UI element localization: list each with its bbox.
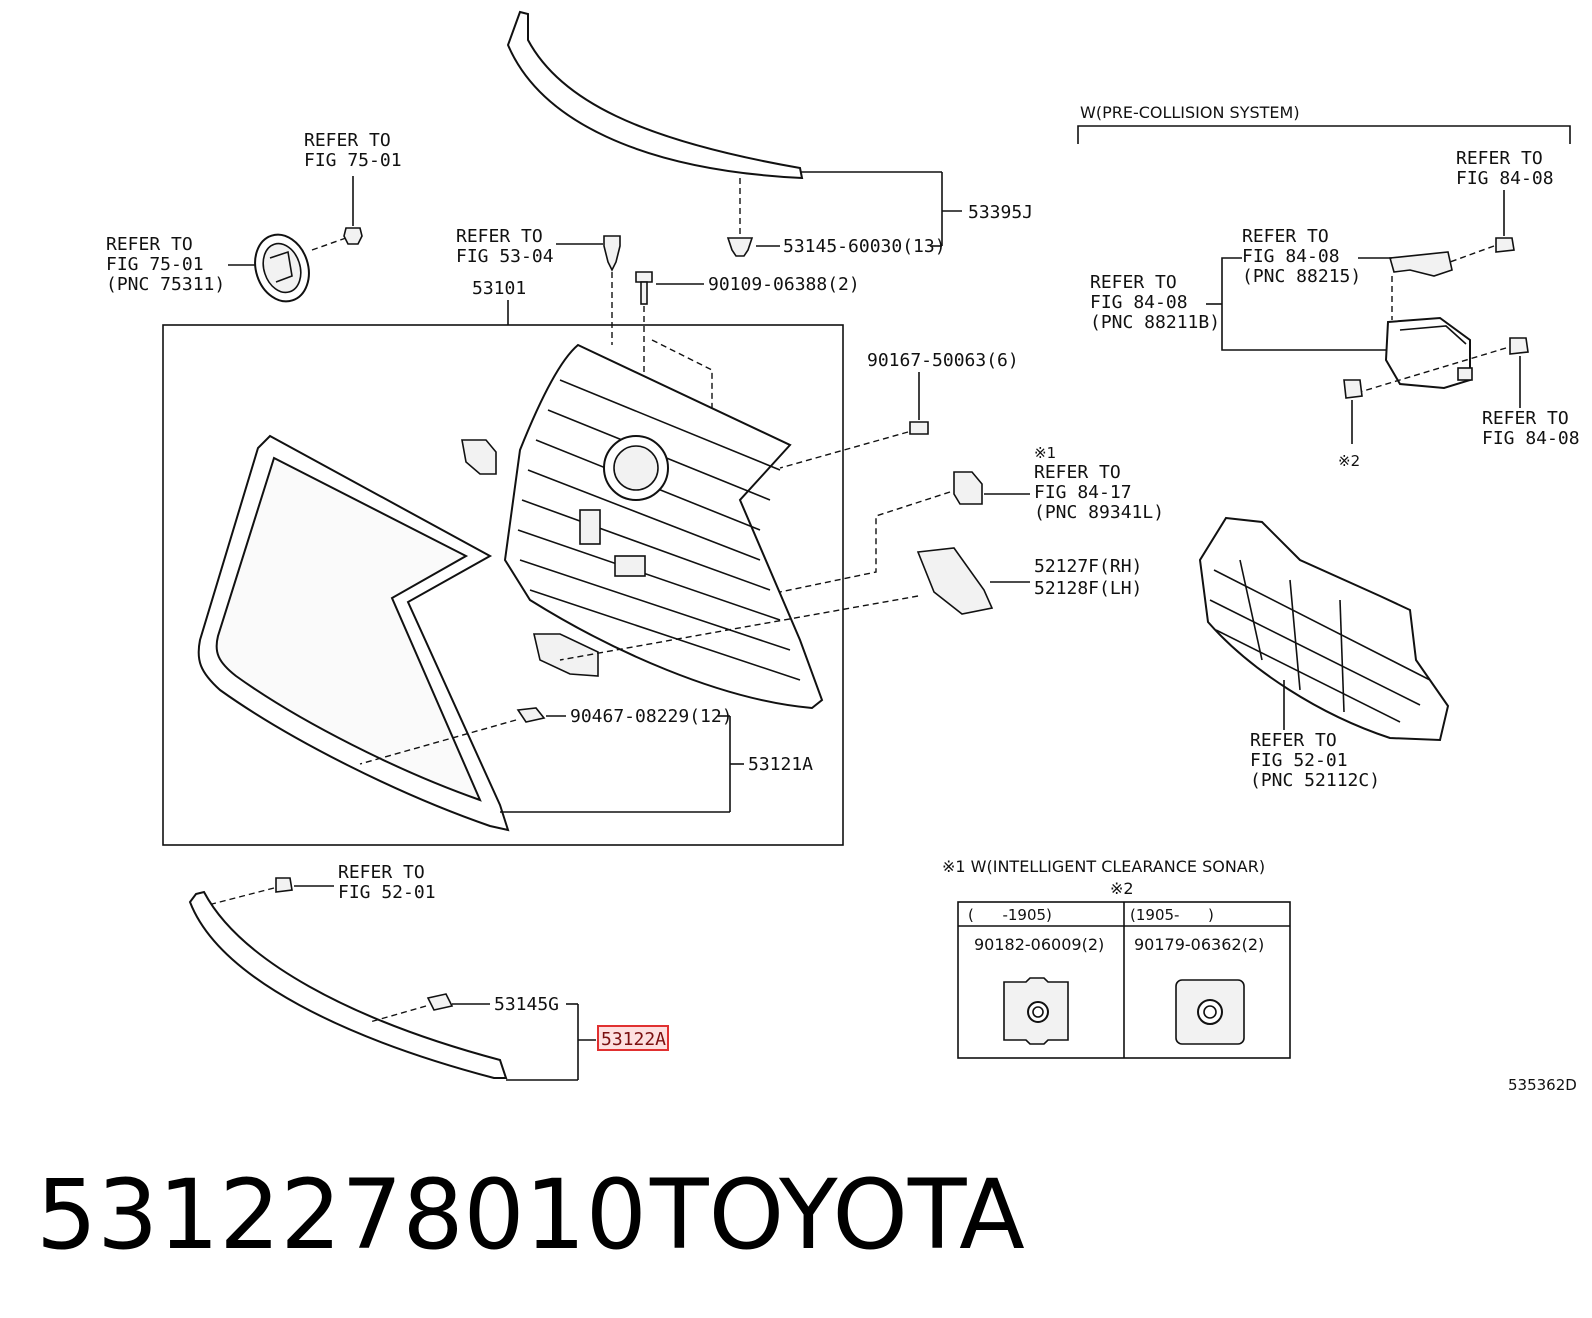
label-53145G: 53145G <box>494 994 559 1015</box>
bracket-52127F <box>559 547 1030 661</box>
label-90109-06388: 90109-06388(2) <box>708 274 860 295</box>
clip-53145G <box>369 993 596 1081</box>
figure-code: 535362D <box>1508 1076 1577 1094</box>
svg-text:FIG 52-01: FIG 52-01 <box>338 882 436 903</box>
svg-text:(PNC 88211B): (PNC 88211B) <box>1090 312 1220 333</box>
legend-title: ※1 W(INTELLIGENT CLEARANCE SONAR) <box>942 857 1265 876</box>
svg-text:REFER TO: REFER TO <box>338 862 425 883</box>
svg-text:REFER TO: REFER TO <box>1034 462 1121 483</box>
svg-text:REFER TO: REFER TO <box>1250 730 1337 751</box>
lower-grille <box>1198 516 1450 742</box>
legend-col1-head: ( -1905) <box>968 906 1052 924</box>
svg-text:REFER TO: REFER TO <box>456 226 543 247</box>
svg-text:FIG 52-01: FIG 52-01 <box>1250 750 1348 771</box>
callout-refer-84-08-left: REFER TO FIG 84-08 (PNC 88211B) <box>1090 272 1220 333</box>
svg-text:REFER TO: REFER TO <box>106 234 193 255</box>
callout-refer-52-01-grille: REFER TO FIG 52-01 (PNC 52112C) <box>1250 730 1380 791</box>
label-53395J: 53395J <box>968 202 1033 223</box>
nut-90179-icon <box>1175 979 1245 1045</box>
label-90167-50063: 90167-50063(6) <box>867 350 1019 371</box>
sonar-sensor <box>779 471 1030 593</box>
callout-refer-84-08-bot: REFER TO FIG 84-08 <box>1482 408 1580 449</box>
svg-text:(PNC 52112C): (PNC 52112C) <box>1250 770 1380 791</box>
callout-refer-53-04: REFER TO FIG 53-04 <box>456 226 554 267</box>
svg-text:REFER TO: REFER TO <box>1482 408 1569 429</box>
svg-text:FIG 84-08: FIG 84-08 <box>1482 428 1580 449</box>
svg-text:REFER TO: REFER TO <box>304 130 391 151</box>
callout-refer-75-01-b: REFER TO FIG 75-01 (PNC 75311) <box>106 234 225 295</box>
legend-col2-part: 90179-06362(2) <box>1134 935 1264 954</box>
label-note2: ※2 <box>1338 452 1360 470</box>
label-53145-60030: 53145-60030(13) <box>783 236 946 257</box>
svg-text:FIG 84-08: FIG 84-08 <box>1090 292 1188 313</box>
bracket-clip-lower <box>532 633 599 677</box>
svg-text:(PNC 75311): (PNC 75311) <box>106 274 225 295</box>
label-52128F: 52128F(LH) <box>1034 578 1142 599</box>
radar-sensor <box>1384 316 1473 390</box>
svg-text:(PNC 89341L): (PNC 89341L) <box>1034 502 1164 523</box>
callout-refer-75-01-a: REFER TO FIG 75-01 <box>304 130 402 171</box>
callout-refer-84-08-mid: REFER TO FIG 84-08 (PNC 88215) <box>1242 226 1361 287</box>
bolt-lower-right <box>1359 337 1529 408</box>
clip-53145-60030 <box>726 178 780 257</box>
screw-90109 <box>635 271 713 420</box>
legend-subtitle: ※2 <box>1110 879 1134 898</box>
bracket-clip-upper <box>461 439 497 475</box>
assembly-box <box>162 324 844 846</box>
label-52127F: 52127F(RH) <box>1034 556 1142 577</box>
pre-collision-bracket <box>1077 125 1571 144</box>
nut-90182-icon <box>1003 977 1069 1045</box>
radar-bracket <box>1358 251 1453 320</box>
callout-refer-84-17: ※1 REFER TO FIG 84-17 (PNC 89341L) <box>1034 444 1164 523</box>
brand-title: TOYOTA <box>649 1159 1025 1271</box>
svg-text:REFER TO: REFER TO <box>1090 272 1177 293</box>
legend-col2-head: (1905- ) <box>1130 906 1214 924</box>
label-pre-collision: W(PRE-COLLISION SYSTEM) <box>1080 103 1300 122</box>
svg-text:FIG 84-08: FIG 84-08 <box>1456 168 1554 189</box>
push-clip <box>556 235 621 345</box>
label-53122A[interactable]: 53122A <box>601 1029 666 1050</box>
label-53101: 53101 <box>472 278 526 299</box>
svg-text:FIG 84-17: FIG 84-17 <box>1034 482 1132 503</box>
label-53121A: 53121A <box>748 754 813 775</box>
callout-refer-52-01-bolt: REFER TO FIG 52-01 <box>338 862 436 903</box>
part-number-title: 5312278010 <box>36 1159 647 1271</box>
lower-molding-53122A <box>188 877 508 1079</box>
svg-text:※1: ※1 <box>1034 444 1056 462</box>
svg-text:FIG 75-01: FIG 75-01 <box>106 254 204 275</box>
legend-table <box>957 901 1291 1059</box>
svg-text:REFER TO: REFER TO <box>1456 148 1543 169</box>
screw-90167 <box>779 372 929 469</box>
svg-text:FIG 75-01: FIG 75-01 <box>304 150 402 171</box>
svg-text:REFER TO: REFER TO <box>1242 226 1329 247</box>
grille-main-53101 <box>503 343 824 710</box>
label-90467-08229: 90467-08229(12) <box>570 706 733 727</box>
highlight-53122A <box>597 1025 669 1051</box>
legend-col1-part: 90182-06009(2) <box>974 935 1104 954</box>
grille-frame-53121A <box>197 434 510 832</box>
svg-text:FIG 84-08: FIG 84-08 <box>1242 246 1340 267</box>
callout-refer-84-08-top: REFER TO FIG 84-08 <box>1456 148 1554 189</box>
upper-molding-strip <box>506 10 962 247</box>
nut-note2 <box>1343 379 1363 444</box>
emblem-part <box>228 176 363 303</box>
svg-text:(PNC 88215): (PNC 88215) <box>1242 266 1361 287</box>
svg-text:FIG 53-04: FIG 53-04 <box>456 246 554 267</box>
bolt-upper-right <box>1449 237 1515 263</box>
clip-90467 <box>359 707 744 813</box>
